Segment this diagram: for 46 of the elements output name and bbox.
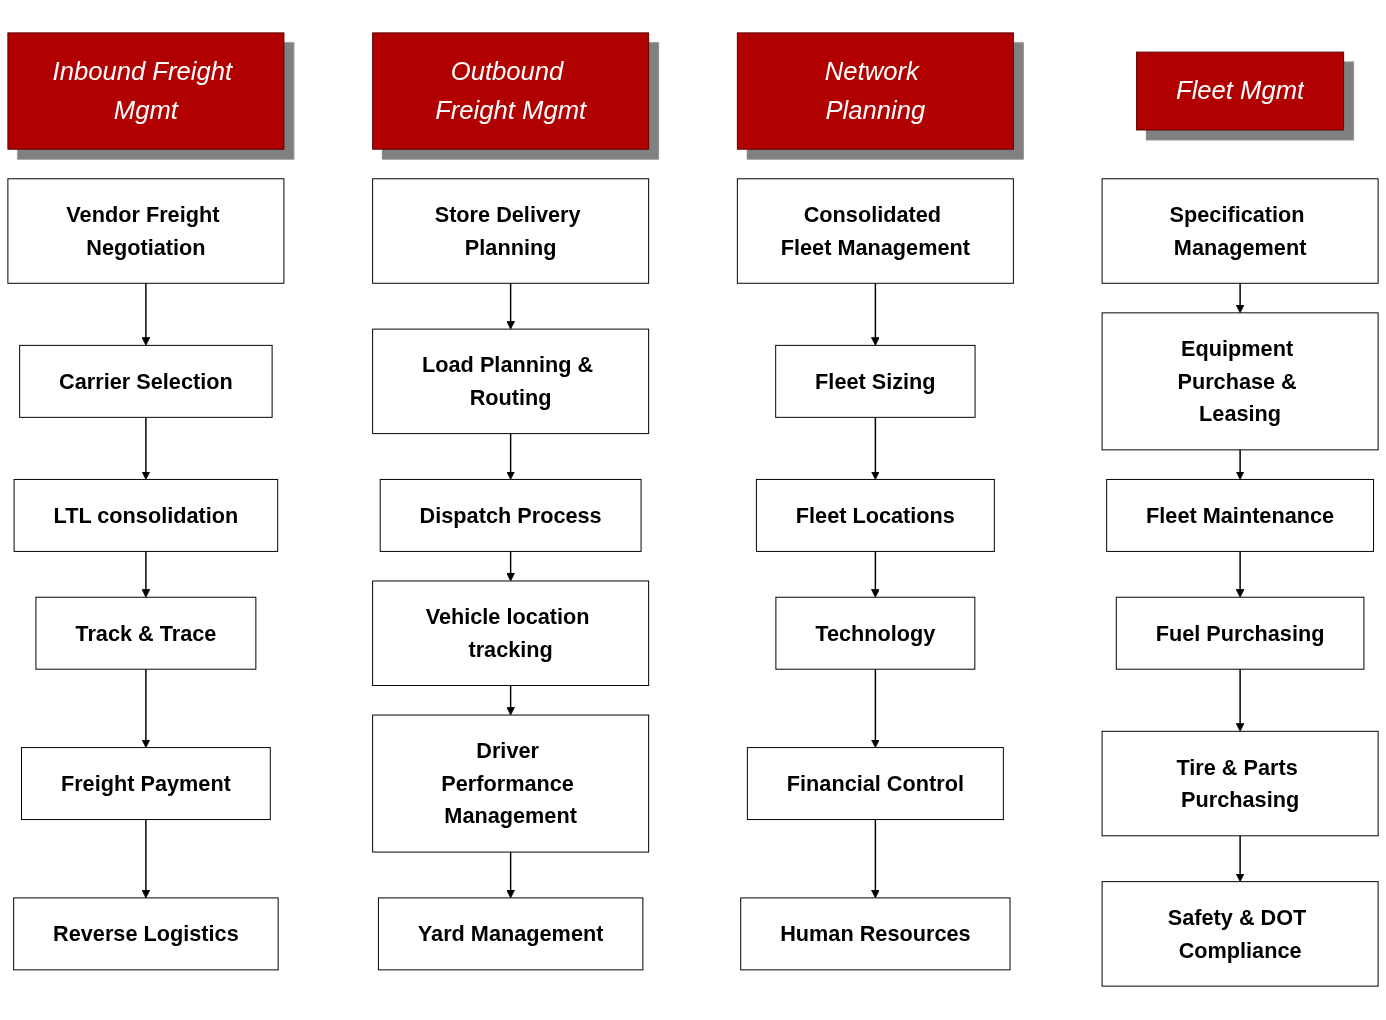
node-box: Driver Performance Management xyxy=(372,715,650,854)
node-box: Tire & Parts Purchasing xyxy=(1101,731,1379,837)
node-box: Carrier Selection xyxy=(19,345,273,419)
node-box: Fleet Mgmt xyxy=(1136,52,1345,131)
node-box: Human Resources xyxy=(740,897,1011,971)
node-box: Technology xyxy=(775,597,976,671)
arrow xyxy=(871,819,880,899)
arrow xyxy=(871,551,880,599)
arrow xyxy=(506,851,515,899)
node-box: Fleet Locations xyxy=(755,479,995,553)
arrow xyxy=(141,283,151,347)
arrow xyxy=(506,433,515,481)
node-box: Fleet Sizing xyxy=(775,345,976,419)
node-box: Dispatch Process xyxy=(379,479,642,553)
arrow xyxy=(1235,283,1245,314)
node-box: Equipment Purchase & Leasing xyxy=(1101,312,1379,451)
arrow xyxy=(141,819,151,899)
arrow xyxy=(506,685,515,716)
arrow xyxy=(871,283,880,347)
arrow xyxy=(1235,835,1245,883)
arrow xyxy=(1235,668,1245,733)
node-box: Load Planning & Routing xyxy=(372,329,650,435)
arrow xyxy=(141,417,151,481)
node-box: Freight Payment xyxy=(21,747,271,821)
arrow xyxy=(506,283,515,330)
node-box: Store Delivery Planning xyxy=(372,178,650,285)
node-box: Outbound Freight Mgmt xyxy=(372,32,650,151)
node-box: Reverse Logistics xyxy=(13,897,279,971)
node-box: Vehicle location tracking xyxy=(372,580,650,687)
node-box: Safety & DOT Compliance xyxy=(1101,881,1379,988)
node-box: Fuel Purchasing xyxy=(1115,597,1365,671)
arrow xyxy=(871,417,880,481)
node-box: Track & Trace xyxy=(35,597,257,671)
node-box: Yard Management xyxy=(377,897,644,971)
arrow xyxy=(1235,449,1245,481)
node-box: Vendor Freight Negotiation xyxy=(7,178,285,285)
node-box: Inbound Freight Mgmt xyxy=(7,32,285,151)
node-box: Consolidated Fleet Management xyxy=(736,178,1014,285)
arrow xyxy=(141,668,151,749)
node-box: Financial Control xyxy=(746,747,1004,821)
node-box: Network Planning xyxy=(736,32,1014,151)
node-box: Specification Management xyxy=(1101,178,1379,285)
arrow xyxy=(871,668,880,749)
node-box: LTL consolidation xyxy=(13,479,279,553)
node-box: Fleet Maintenance xyxy=(1106,479,1375,553)
arrow xyxy=(506,551,515,582)
